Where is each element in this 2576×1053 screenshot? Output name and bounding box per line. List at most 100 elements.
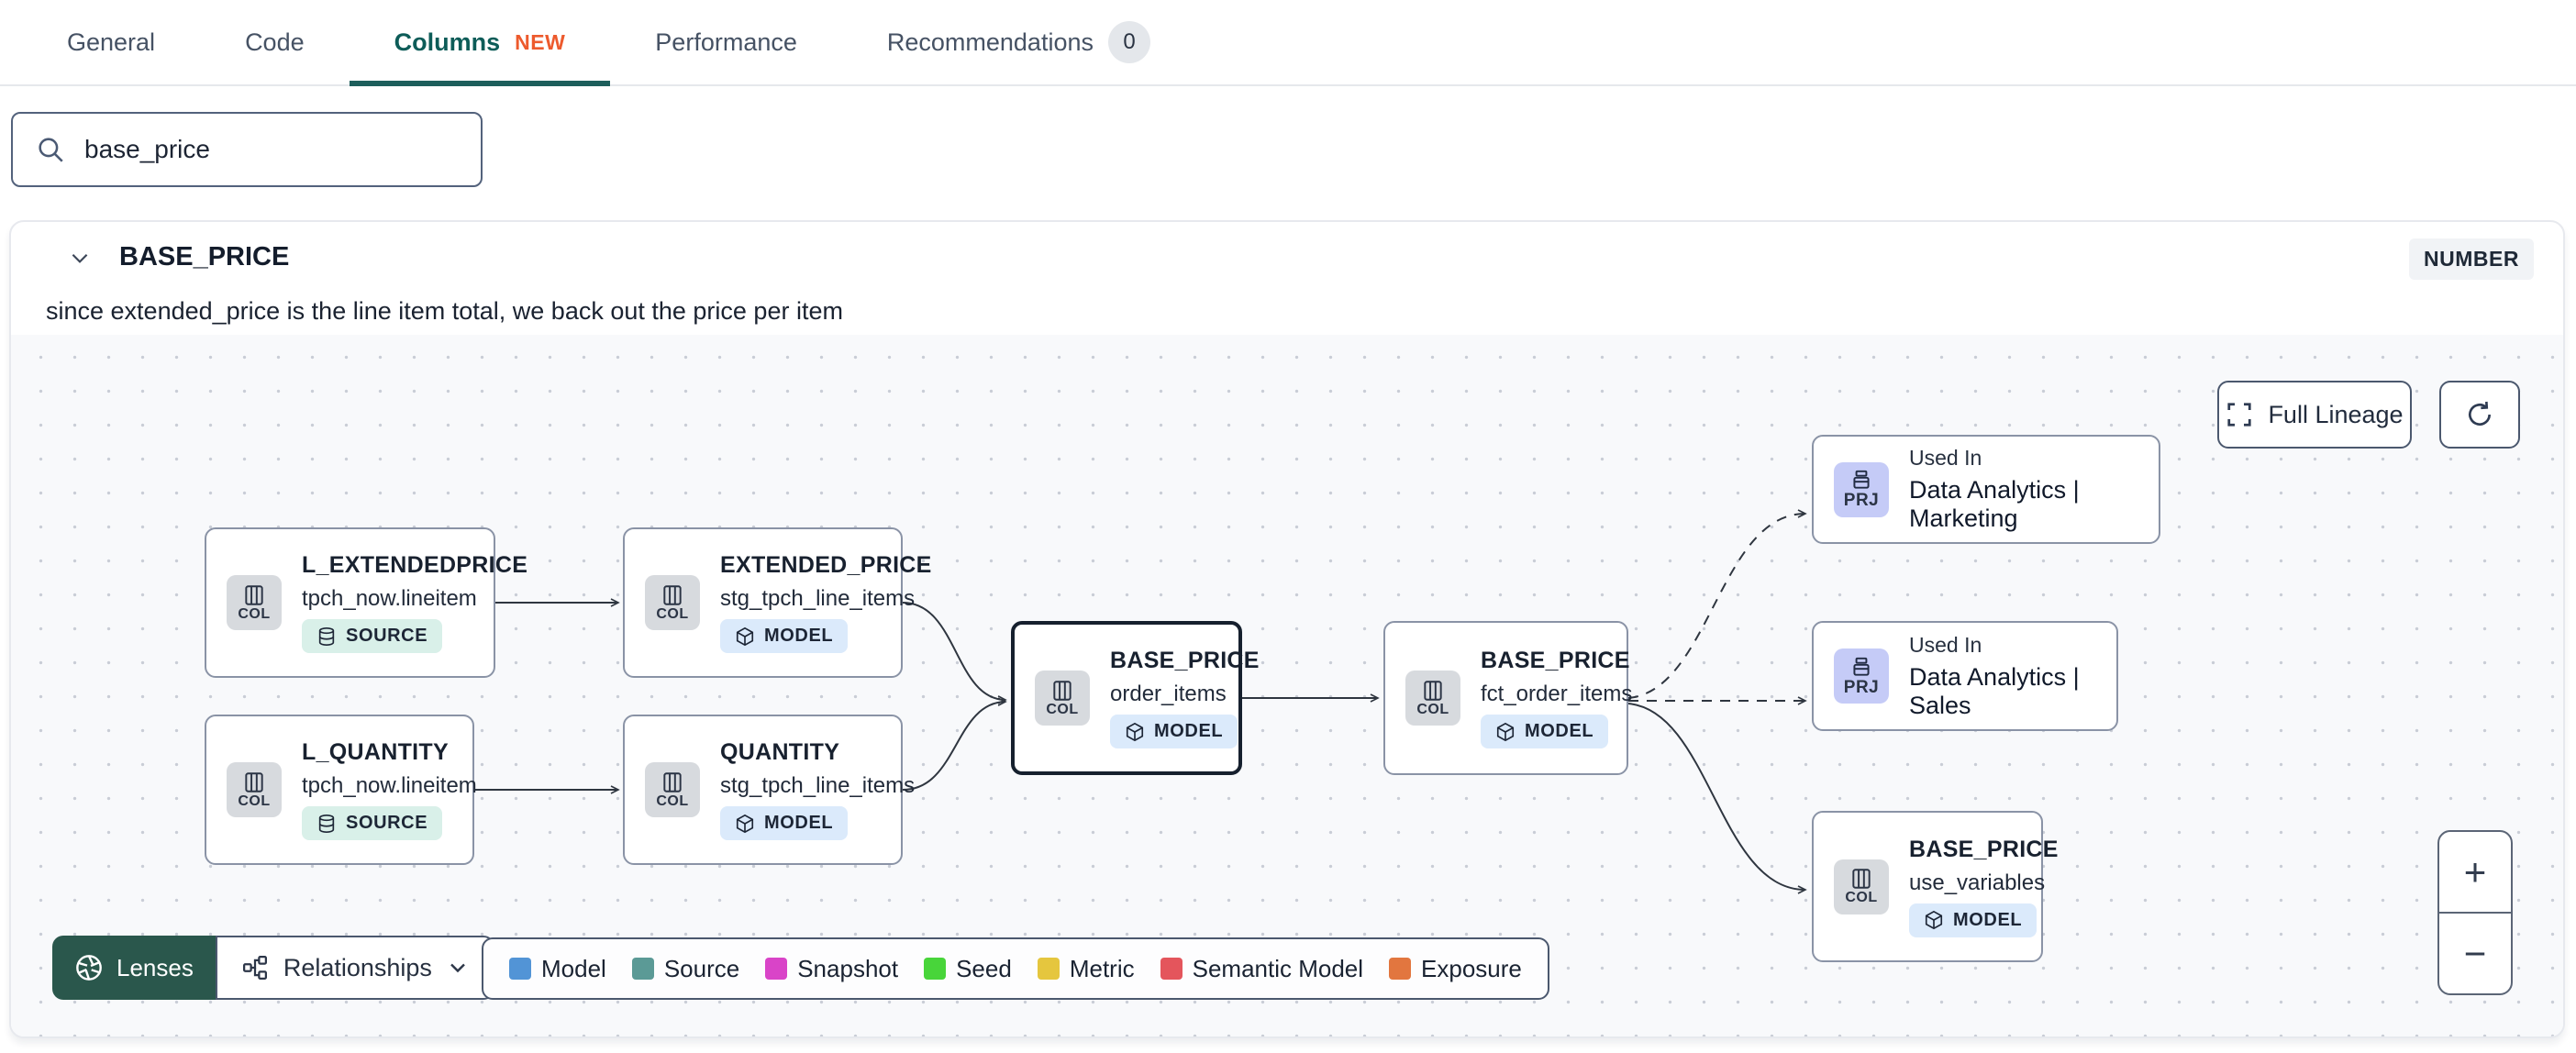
zoom-in-button[interactable]: + <box>2439 832 2511 914</box>
tab-label: Recommendations <box>886 28 1094 56</box>
relationships-icon <box>242 956 267 980</box>
lineage-node-base-price-order-items[interactable]: COL BASE_PRICE order_items MODEL <box>1011 621 1259 775</box>
cube-icon <box>736 626 754 646</box>
zoom-out-button[interactable]: − <box>2463 931 2487 975</box>
search-icon <box>39 138 63 162</box>
lineage-node-base-price-use-variables[interactable]: COL BASE_PRICE use_variables MODEL <box>1812 811 2058 962</box>
node-title: BASE_PRICE <box>1110 648 1260 673</box>
refresh-icon <box>2469 401 2491 426</box>
full-lineage-label: Full Lineage <box>2268 400 2404 428</box>
legend-item-model: Model <box>509 955 606 983</box>
lineage-edges <box>474 509 1807 894</box>
legend-swatch <box>1160 958 1183 980</box>
node-title: L_EXTENDEDPRICE <box>302 552 528 578</box>
model-badge: MODEL <box>1481 715 1609 748</box>
legend-swatch <box>1389 958 1412 980</box>
column-icon: COL <box>645 575 700 630</box>
node-type-legend: Model Source Snapshot Seed Metric Semant… <box>482 937 1549 1000</box>
lineage-node-used-in-marketing[interactable]: PRJ Used In Data Analytics | Marketing <box>1812 435 2160 544</box>
legend-swatch <box>509 958 531 980</box>
tab-general[interactable]: General <box>22 0 200 84</box>
lineage-toolbar: Lenses Relationships <box>52 936 494 1000</box>
cube-icon <box>736 814 754 833</box>
aperture-icon <box>76 955 102 981</box>
zoom-control: + − <box>2437 830 2513 995</box>
count-badge: 0 <box>1108 21 1150 63</box>
column-icon: COL <box>1834 859 1889 914</box>
tab-label: Columns <box>394 28 501 56</box>
column-icon: COL <box>1035 671 1090 726</box>
tab-performance[interactable]: Performance <box>610 0 842 84</box>
legend-item-snapshot: Snapshot <box>765 955 898 983</box>
search-input[interactable]: base_price <box>11 112 483 187</box>
tab-label: General <box>67 28 156 56</box>
tab-recommendations[interactable]: Recommendations 0 <box>842 0 1195 84</box>
chevron-down-icon[interactable] <box>68 246 92 270</box>
project-icon: PRJ <box>1834 648 1889 704</box>
lineage-node-base-price-fct-order-items[interactable]: COL BASE_PRICE fct_order_items MODEL <box>1383 621 1632 775</box>
chevron-down-icon <box>450 963 465 973</box>
lineage-node-extended-price[interactable]: COL EXTENDED_PRICE stg_tpch_line_items M… <box>623 527 931 678</box>
column-card: BASE_PRICE NUMBER since extended_price i… <box>9 220 2565 1038</box>
legend-swatch <box>924 958 947 980</box>
legend-item-seed: Seed <box>924 955 1012 983</box>
search-value: base_price <box>84 135 210 163</box>
source-badge: SOURCE <box>302 806 443 840</box>
lenses-button[interactable]: Lenses <box>52 936 216 1000</box>
lineage-canvas[interactable]: Full Lineage COL L_EXTENDEDPRICE tpch_no… <box>11 335 2563 1036</box>
source-badge: SOURCE <box>302 619 443 653</box>
model-badge: MODEL <box>720 806 849 840</box>
node-title: BASE_PRICE <box>1481 648 1630 673</box>
column-name: BASE_PRICE <box>119 242 290 272</box>
lineage-node-l-quantity[interactable]: COL L_QUANTITY tpch_now.lineitem SOURCE <box>205 715 477 865</box>
column-icon: COL <box>227 575 282 630</box>
node-title: EXTENDED_PRICE <box>720 552 932 578</box>
tab-bar: General Code Columns NEW Performance Rec… <box>0 0 2576 86</box>
database-icon <box>318 626 335 646</box>
refresh-button[interactable] <box>2439 381 2520 449</box>
model-badge: MODEL <box>1110 715 1238 748</box>
column-card-header[interactable]: BASE_PRICE NUMBER <box>11 222 2563 292</box>
used-in-label: Used In <box>1909 632 1982 657</box>
column-type-badge: NUMBER <box>2409 238 2534 280</box>
cube-icon <box>1496 722 1515 741</box>
lineage-node-used-in-sales[interactable]: PRJ Used In Data Analytics | Sales <box>1812 621 2118 731</box>
node-title: Data Analytics | Marketing <box>1909 476 2080 532</box>
project-icon: PRJ <box>1834 461 1889 517</box>
node-subtitle: order_items <box>1110 682 1227 706</box>
lineage-node-quantity[interactable]: COL QUANTITY stg_tpch_line_items MODEL <box>623 715 915 865</box>
lenses-label: Lenses <box>117 953 194 981</box>
legend-item-source: Source <box>631 955 739 983</box>
column-icon: COL <box>227 762 282 817</box>
database-icon <box>318 814 335 833</box>
tab-code[interactable]: Code <box>200 0 350 84</box>
column-icon: COL <box>1405 671 1460 726</box>
node-subtitle: stg_tpch_line_items <box>720 773 916 798</box>
lineage-node-l-extendedprice[interactable]: COL L_EXTENDEDPRICE tpch_now.lineitem SO… <box>205 527 527 678</box>
cube-icon <box>1925 910 1943 930</box>
node-title: QUANTITY <box>720 739 840 765</box>
model-badge: MODEL <box>720 619 849 653</box>
tab-label: Code <box>245 28 305 56</box>
full-lineage-button[interactable]: Full Lineage <box>2217 381 2412 449</box>
legend-swatch <box>1037 958 1060 980</box>
relationships-label: Relationships <box>283 953 432 981</box>
column-icon: COL <box>645 762 700 817</box>
new-badge: NEW <box>515 29 566 54</box>
node-title: Data Analytics | Sales <box>1909 662 2080 719</box>
node-title: L_QUANTITY <box>302 739 449 765</box>
legend-item-exposure: Exposure <box>1389 955 1522 983</box>
tab-columns[interactable]: Columns NEW <box>349 0 611 86</box>
column-description: since extended_price is the line item to… <box>46 297 843 325</box>
legend-swatch <box>631 958 654 980</box>
legend-item-semantic-model: Semantic Model <box>1160 955 1363 983</box>
tab-label: Performance <box>655 28 797 56</box>
relationships-dropdown[interactable]: Relationships <box>215 936 494 1000</box>
expand-icon <box>2227 403 2252 427</box>
used-in-label: Used In <box>1909 446 1982 470</box>
cube-icon <box>1126 722 1144 741</box>
legend-item-metric: Metric <box>1037 955 1135 983</box>
node-subtitle: tpch_now.lineitem <box>302 586 477 611</box>
node-subtitle: fct_order_items <box>1481 682 1633 706</box>
